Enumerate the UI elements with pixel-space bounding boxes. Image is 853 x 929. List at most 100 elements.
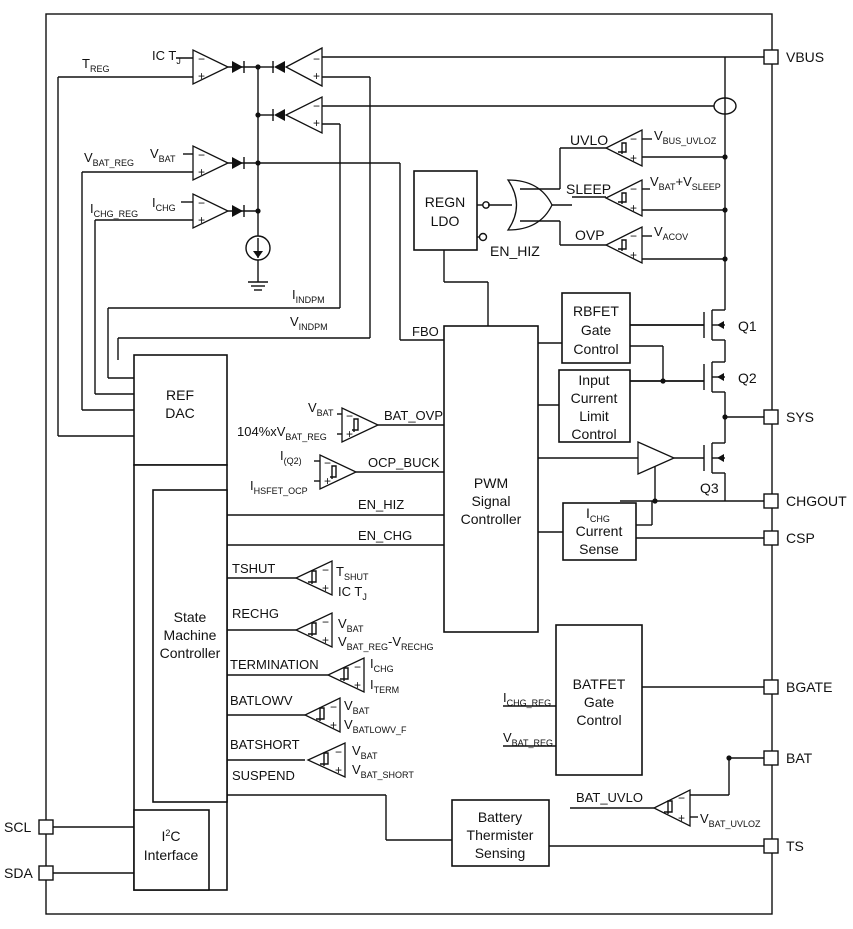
suspend-label: SUSPEND — [232, 768, 295, 783]
q3-driver-amp — [637, 440, 676, 476]
bat-ovp-comparator: −+ VBAT 104%xVBAT_REG BAT_OVP — [237, 400, 444, 444]
rechg-comparator: RECHG −+ VBAT VBAT_REG-VRECHG — [227, 606, 434, 652]
svg-text:SYS: SYS — [786, 409, 814, 425]
svg-text:VBAT_REG-VRECHG: VBAT_REG-VRECHG — [338, 634, 434, 652]
svg-text:CHGOUT: CHGOUT — [786, 493, 847, 509]
ground-icon — [248, 281, 268, 291]
svg-text:+: + — [322, 581, 329, 595]
svg-text:Control: Control — [571, 426, 616, 442]
svg-text:−: − — [322, 615, 329, 629]
tshut-comparator: TSHUT −+ TSHUT IC TJ — [227, 559, 369, 602]
i2c-interface-block: I2C Interface — [133, 809, 210, 891]
svg-text:VBUS: VBUS — [786, 49, 824, 65]
svg-text:ICHG_REG: ICHG_REG — [503, 690, 551, 708]
svg-text:Controller: Controller — [461, 511, 522, 527]
current-source — [245, 235, 271, 261]
state-machine-block: State Machine Controller — [152, 489, 228, 803]
svg-text:OVP: OVP — [575, 227, 605, 243]
svg-text:Controller: Controller — [160, 645, 221, 661]
svg-text:ICHG_REG: ICHG_REG — [90, 201, 138, 219]
pin-bgate[interactable]: BGATE — [763, 679, 832, 695]
svg-text:BAT_OVP: BAT_OVP — [384, 408, 443, 423]
pwm-controller-block: PWM Signal Controller — [443, 325, 539, 633]
svg-text:UVLO: UVLO — [570, 132, 608, 148]
svg-text:IINDPM: IINDPM — [292, 287, 325, 305]
transistor-q3: Q3 — [674, 417, 764, 502]
svg-text:Gate: Gate — [581, 322, 612, 338]
svg-text:−: − — [324, 456, 331, 470]
svg-text:Control: Control — [573, 341, 618, 357]
svg-text:Interface: Interface — [144, 847, 199, 863]
bat-uvlo-comparator: −+ VBAT_UVLOZ BAT_UVLO — [570, 788, 761, 829]
ichg-reg-amp — [192, 192, 230, 230]
vbat-reg-amp — [192, 144, 230, 182]
svg-text:ICHG: ICHG — [152, 195, 176, 213]
svg-text:I2C: I2C — [161, 828, 180, 844]
svg-text:+: + — [678, 811, 685, 825]
svg-text:SCL: SCL — [4, 819, 31, 835]
svg-text:TERMINATION: TERMINATION — [230, 657, 319, 672]
pin-chgout[interactable]: CHGOUT — [763, 493, 847, 509]
svg-text:+: + — [346, 427, 353, 441]
sleep-comparator: − + VBAT+VSLEEP — [604, 174, 725, 218]
svg-text:Current: Current — [571, 390, 618, 406]
svg-text:+: + — [198, 213, 205, 227]
svg-text:−: − — [630, 182, 637, 196]
pin-ts[interactable]: TS — [763, 838, 804, 854]
svg-text:Limit: Limit — [579, 408, 609, 424]
svg-text:Control: Control — [576, 712, 621, 728]
vindpm-amp — [284, 46, 323, 88]
svg-text:+: + — [630, 248, 637, 262]
svg-text:+: + — [330, 718, 337, 732]
svg-text:LDO: LDO — [431, 213, 460, 229]
svg-text:VBAT_REG: VBAT_REG — [84, 150, 134, 168]
batshort-comparator: BATSHORT −+ VBAT VBAT_SHORT — [227, 737, 414, 780]
svg-text:VBAT: VBAT — [344, 698, 370, 716]
svg-text:FBO: FBO — [412, 324, 439, 339]
svg-text:VBAT+VSLEEP: VBAT+VSLEEP — [650, 174, 721, 192]
svg-text:State: State — [174, 609, 207, 625]
svg-text:BAT_UVLO: BAT_UVLO — [576, 790, 643, 805]
svg-text:REGN: REGN — [425, 194, 465, 210]
svg-text:+: + — [630, 201, 637, 215]
svg-text:IC TJ: IC TJ — [152, 48, 181, 66]
svg-text:Signal: Signal — [472, 493, 511, 509]
ichg-current-sense-block: ICHG Current Sense — [562, 502, 637, 561]
svg-text:Machine: Machine — [164, 627, 217, 643]
svg-text:BGATE: BGATE — [786, 679, 832, 695]
svg-text:−: − — [198, 52, 205, 66]
svg-text:−: − — [335, 745, 342, 759]
svg-text:−: − — [630, 229, 637, 243]
svg-text:−: − — [313, 52, 320, 66]
batfet-gate-control-block: BATFET Gate Control — [555, 624, 643, 776]
uvlo-comparator: −+ VBUS_UVLOZ — [604, 128, 725, 168]
svg-text:TS: TS — [786, 838, 804, 854]
svg-text:Thermister: Thermister — [467, 827, 534, 843]
svg-text:+: + — [354, 678, 361, 692]
pin-bat[interactable]: BAT — [763, 750, 813, 766]
svg-text:−: − — [354, 660, 361, 674]
svg-text:IHSFET_OCP: IHSFET_OCP — [250, 478, 308, 496]
iindpm-amp — [284, 95, 323, 135]
nor-gate — [506, 179, 553, 231]
ovp-comparator: − + VACOV — [604, 224, 725, 265]
pin-vbus[interactable]: VBUS — [763, 49, 824, 65]
svg-text:−: − — [313, 99, 320, 113]
svg-text:CSP: CSP — [786, 530, 815, 546]
termination-comparator: TERMINATION −+ ICHG ITERM — [227, 656, 399, 695]
pin-sda[interactable]: SDA — [4, 865, 54, 881]
pin-scl[interactable]: SCL — [4, 819, 54, 835]
svg-text:IC TJ: IC TJ — [338, 584, 367, 602]
svg-text:VBAT: VBAT — [308, 400, 334, 418]
svg-text:DAC: DAC — [165, 405, 195, 421]
svg-text:VACOV: VACOV — [654, 224, 688, 242]
svg-text:VINDPM: VINDPM — [290, 314, 328, 332]
pin-csp[interactable]: CSP — [763, 530, 815, 546]
svg-text:RBFET: RBFET — [573, 303, 619, 319]
svg-text:VBAT_SHORT: VBAT_SHORT — [352, 762, 414, 780]
svg-text:+: + — [198, 165, 205, 179]
pin-sys[interactable]: SYS — [763, 409, 814, 425]
svg-text:−: − — [630, 132, 637, 146]
svg-text:Sense: Sense — [579, 541, 619, 557]
